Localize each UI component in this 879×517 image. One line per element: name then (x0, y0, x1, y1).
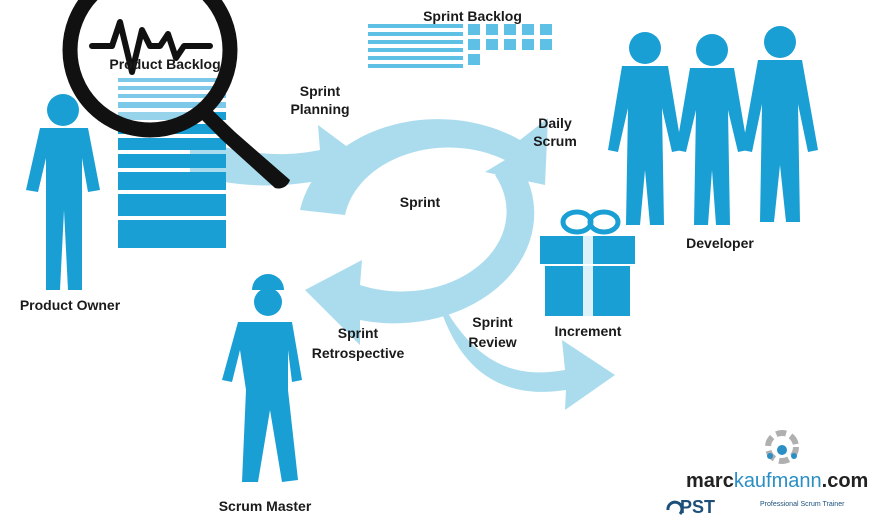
sprint-planning-arrow (190, 125, 365, 205)
sprint-planning-label-2: Planning (290, 101, 350, 117)
heartbeat-icon (89, 19, 213, 75)
pst-logo-text: PST (680, 497, 716, 517)
product-backlog-label: Product Backlog (109, 56, 221, 72)
increment-label: Increment (554, 323, 622, 339)
sprint-cycle-arrow (300, 118, 548, 345)
gift-icon (540, 209, 635, 316)
sprint-review-label-2: Review (468, 334, 517, 350)
product-owner-label: Product Owner (19, 297, 121, 313)
sprint-retrospective-label-2: Retrospective (311, 345, 405, 361)
magnifying-glass-icon (62, 0, 290, 189)
lens-backlog-lines (118, 78, 226, 108)
brand-name-part2: kaufmann (733, 470, 822, 492)
sprint-review-label-1: Sprint (472, 314, 513, 330)
sprint-review-arrow (435, 290, 615, 410)
sprint-label: Sprint (399, 194, 441, 210)
brand-name-part3: .com (821, 470, 869, 492)
brand-name: marckaufmann.com (686, 470, 868, 493)
developer-label: Developer (686, 235, 754, 251)
scrum-master-label: Scrum Master (218, 498, 312, 514)
sprint-backlog-stack (368, 24, 552, 68)
sprint-retrospective-label-1: Sprint (337, 325, 379, 341)
scrum-master-figure (222, 274, 302, 482)
daily-scrum-label-1: Daily (538, 115, 572, 131)
daily-scrum-label-2: Scrum (533, 133, 577, 149)
logo-icon (765, 430, 799, 464)
brand-name-part1: marc (686, 470, 734, 492)
pst-subtitle: Professional Scrum Trainer (760, 501, 845, 508)
pst-logo-icon (666, 500, 684, 516)
sprint-backlog-label: Sprint Backlog (423, 8, 522, 24)
sprint-planning-label-1: Sprint (299, 83, 341, 99)
developer-figures (608, 26, 818, 225)
product-owner-figure (26, 94, 100, 290)
